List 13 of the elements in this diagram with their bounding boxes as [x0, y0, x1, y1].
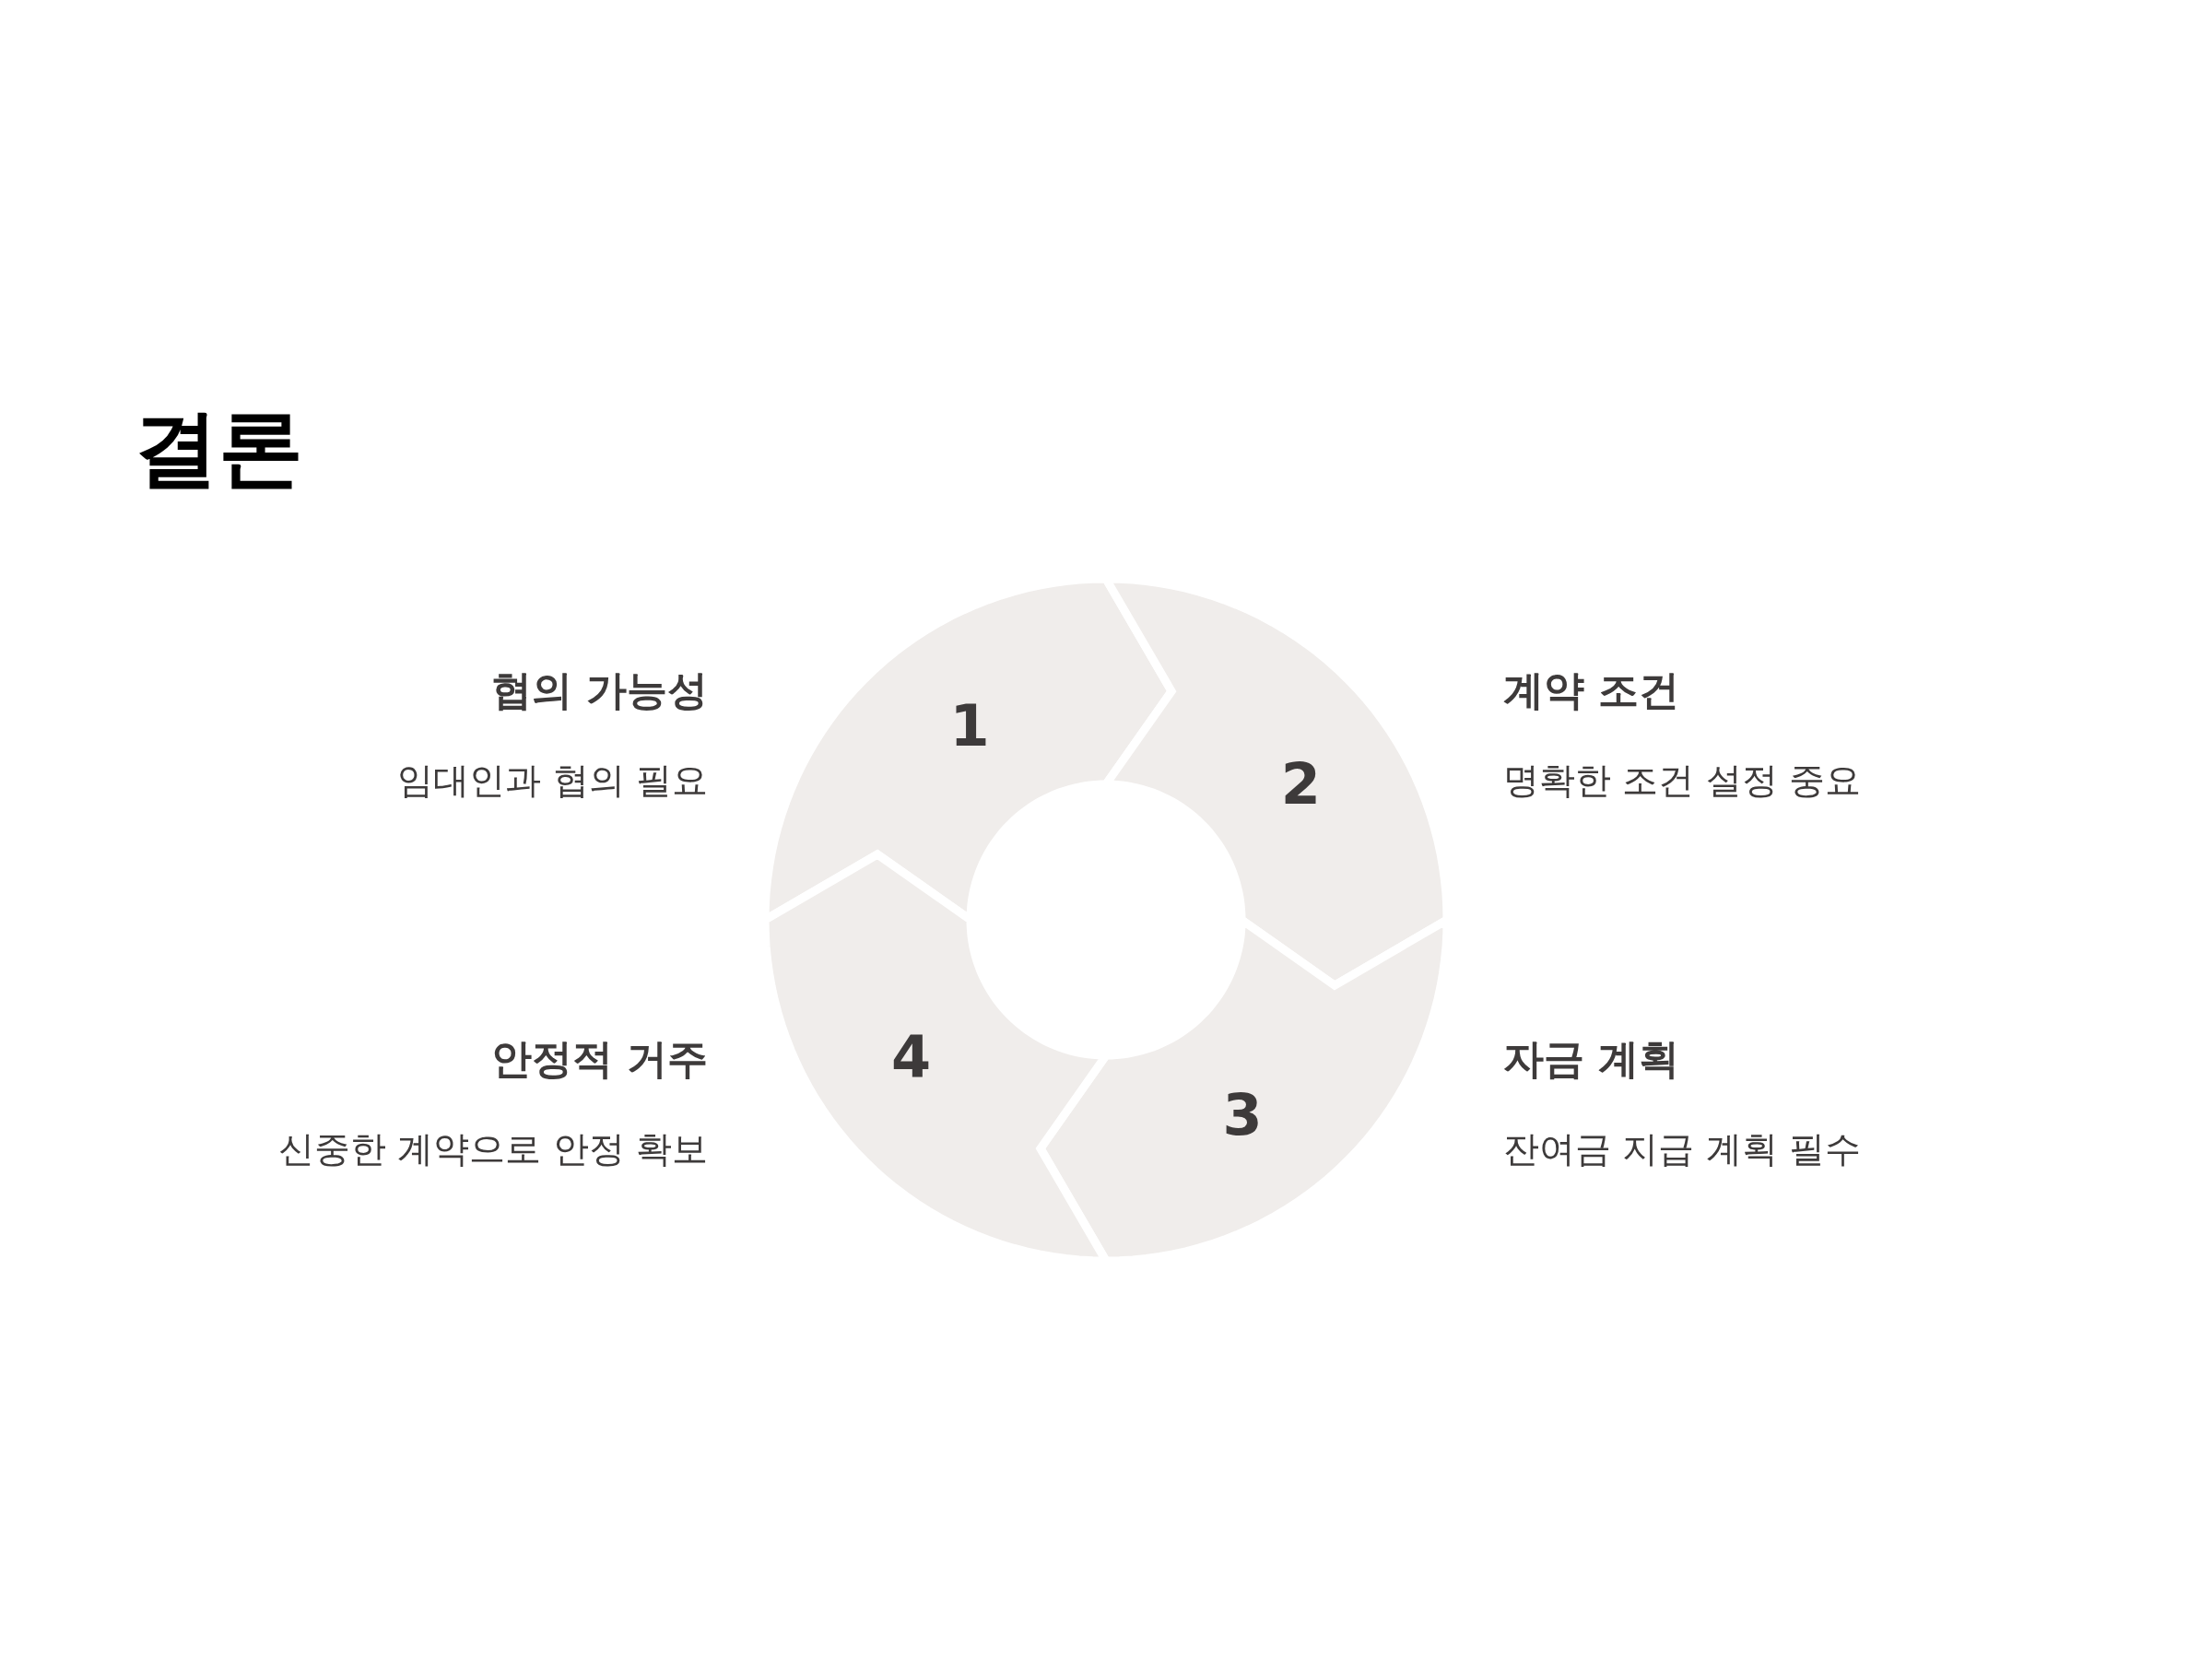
step-description: 신중한 계약으로 안정 확보	[277, 1127, 708, 1171]
title: 결론	[134, 398, 303, 500]
step-description: 명확한 조건 설정 중요	[1503, 759, 1862, 803]
step-number: 4	[891, 1022, 932, 1090]
step-heading: 자금 계획	[1503, 1034, 1680, 1084]
step-number: 2	[1280, 749, 1321, 818]
step-heading: 계약 조건	[1503, 665, 1680, 715]
step-description: 임대인과 협의 필요	[397, 759, 708, 803]
step-heading: 안정적 거주	[490, 1034, 708, 1084]
step-number: 3	[1222, 1080, 1263, 1148]
step-heading: 협의 가능성	[490, 665, 708, 715]
step-description: 잔여금 지급 계획 필수	[1503, 1127, 1862, 1171]
step-number: 1	[949, 691, 990, 759]
